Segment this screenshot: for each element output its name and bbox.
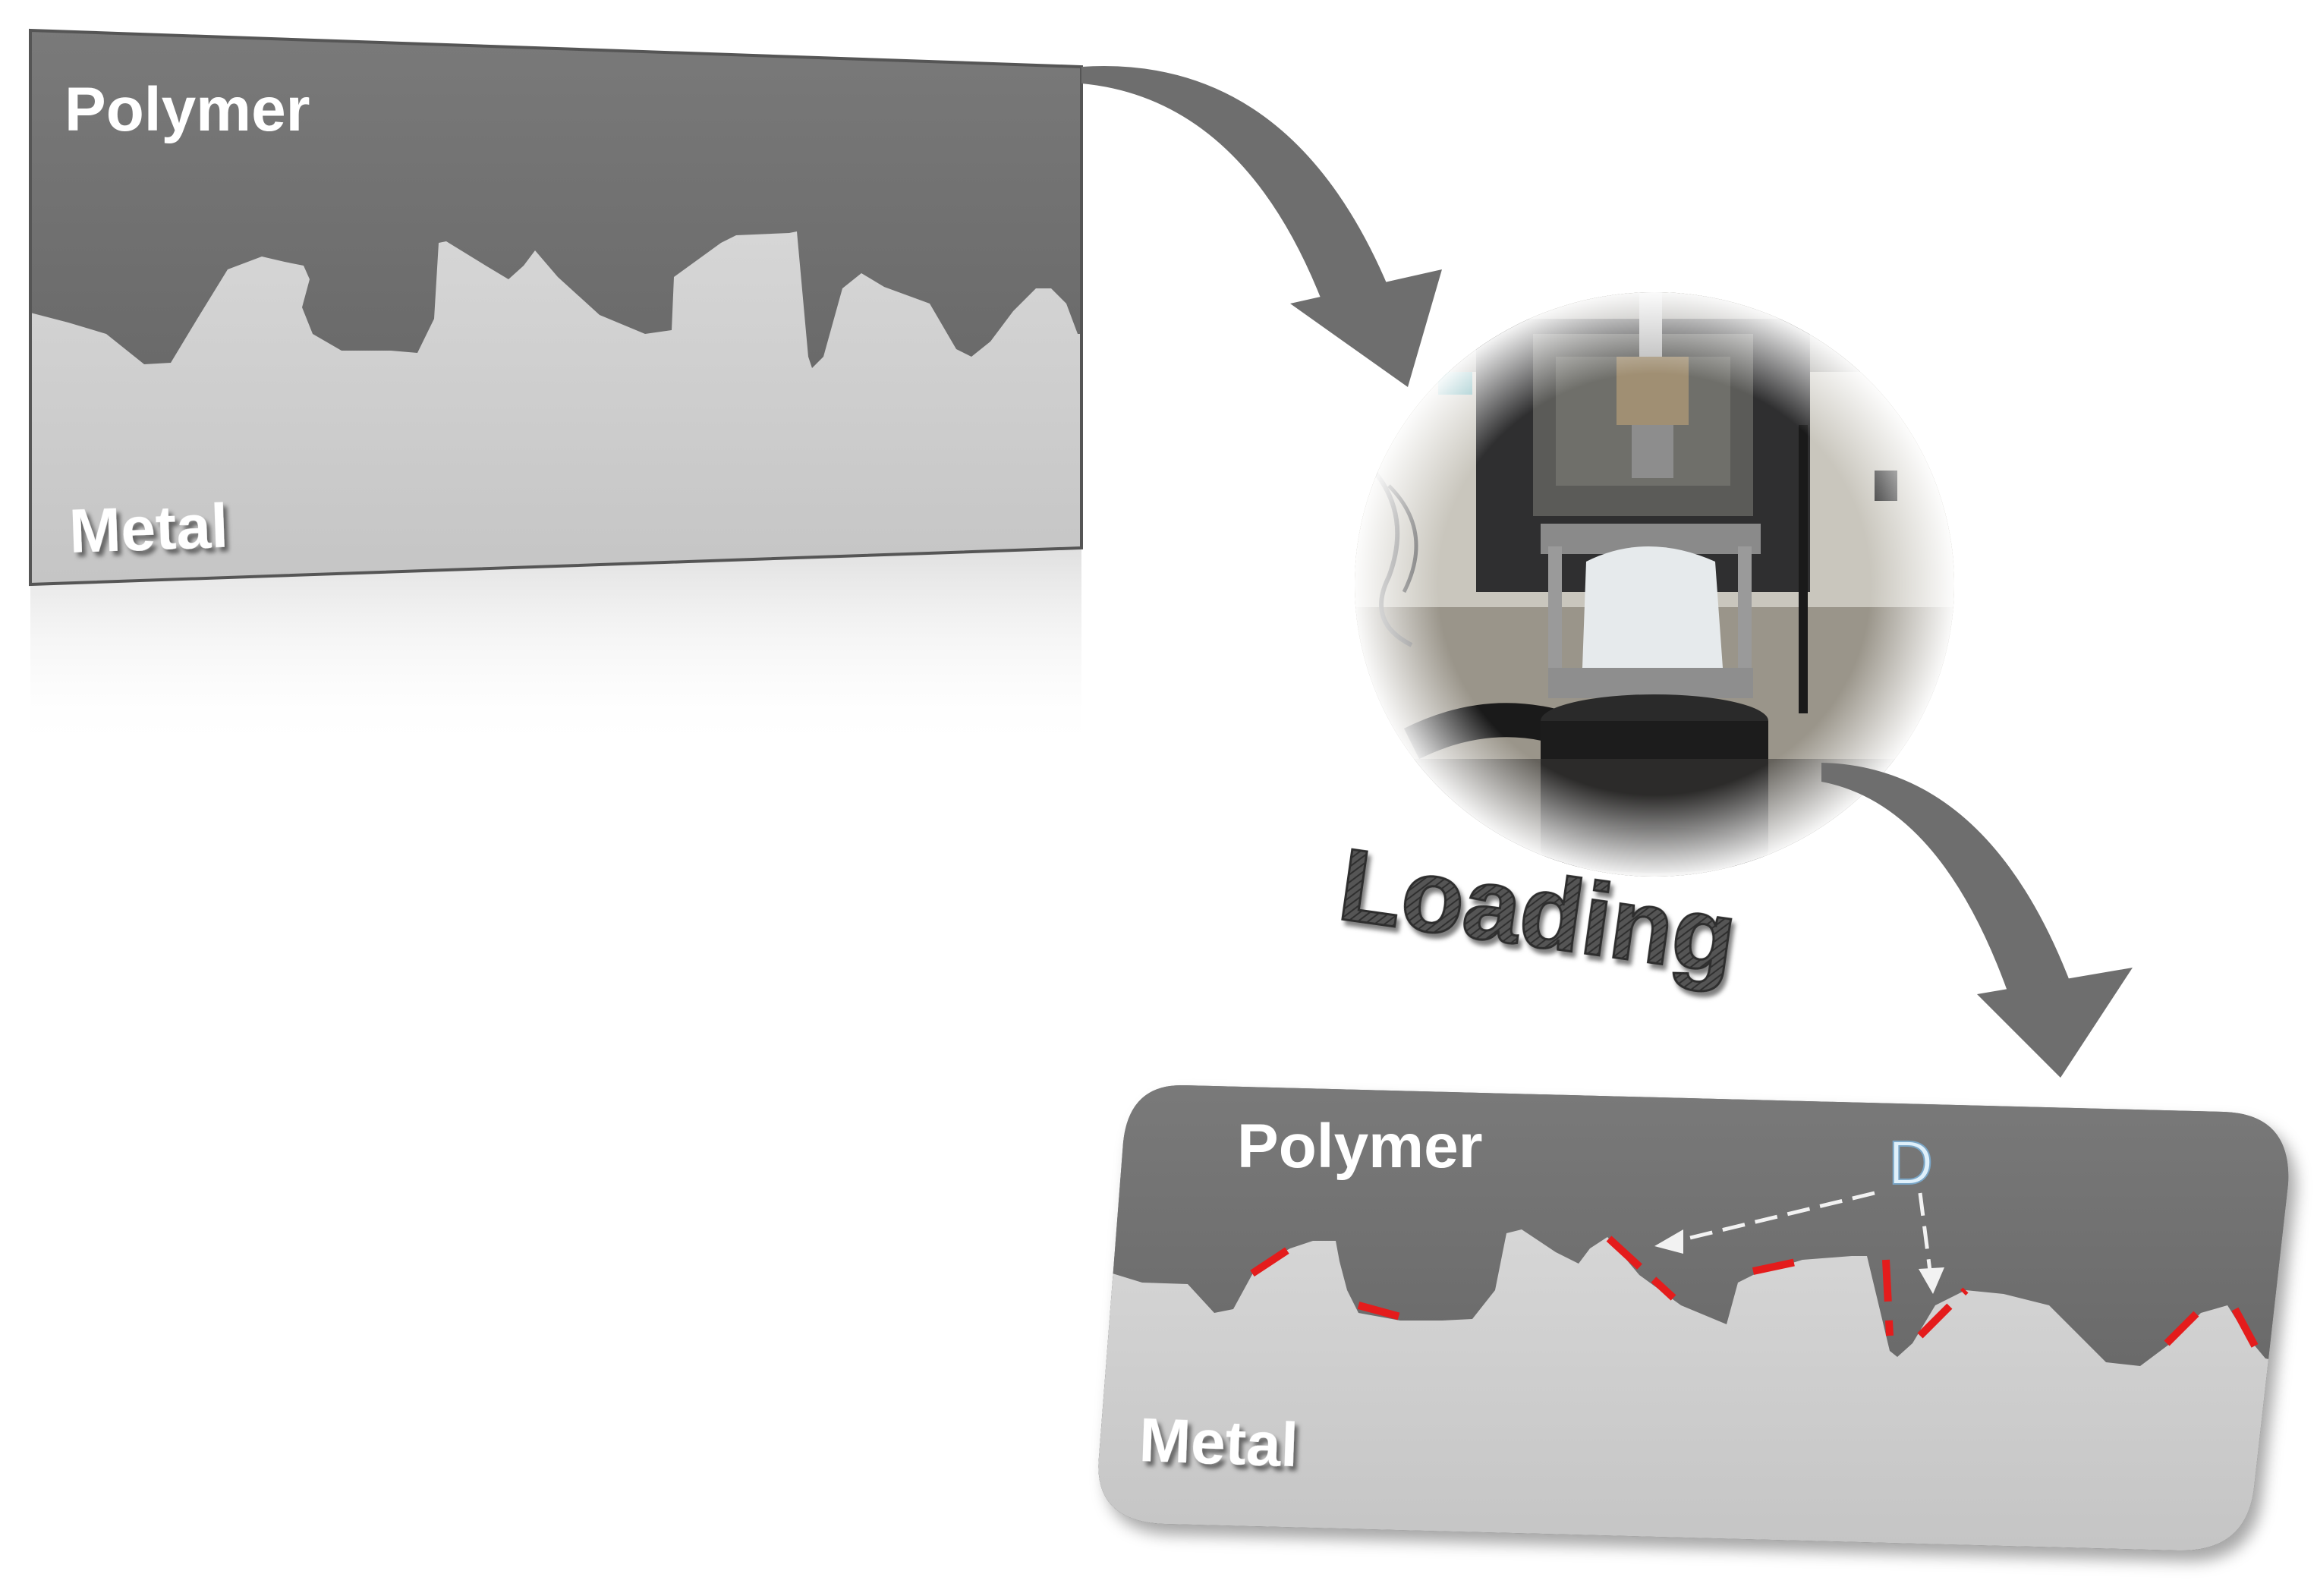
curved-arrow-1-icon <box>1081 66 1442 387</box>
panel-after-loading: Polymer Metal D <box>1098 1084 2289 1551</box>
metal-label: Metal <box>1138 1406 1299 1480</box>
curved-arrow-2-icon <box>1821 763 2133 1078</box>
defect-markers <box>1250 1236 2265 1361</box>
panel-reflection <box>30 548 1081 751</box>
defect-label: D <box>1888 1129 1933 1198</box>
panel-frame <box>29 28 1083 587</box>
defect-arrowhead-1 <box>1654 1229 1683 1254</box>
defect-arrows <box>1661 1191 1934 1283</box>
panel-before-loading: Polymer Metal <box>29 28 1083 751</box>
defect-arrowhead-2 <box>1919 1267 1944 1294</box>
metal-region <box>30 231 1081 584</box>
polymer-label: Polymer <box>65 75 310 144</box>
metal-region <box>1098 1229 2289 1551</box>
metal-label: Metal <box>68 492 229 566</box>
polymer-label: Polymer <box>1237 1112 1483 1181</box>
